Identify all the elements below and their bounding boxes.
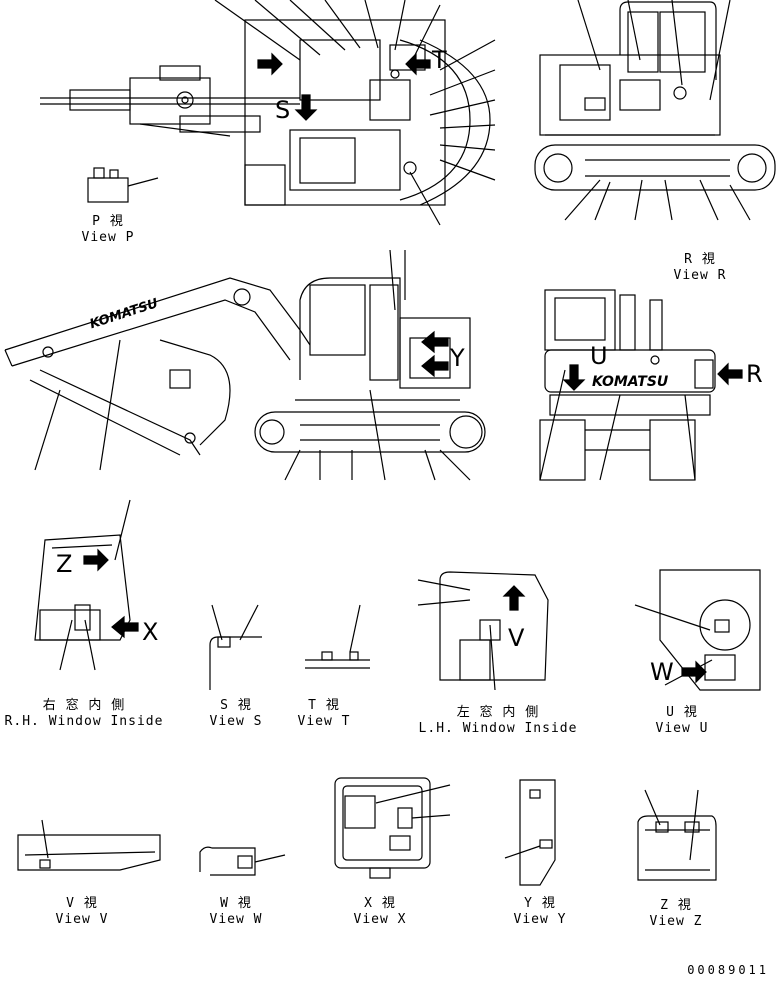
caption-view-t-en: View T — [297, 714, 351, 729]
arrow-letter-s: S — [275, 96, 291, 124]
caption-view-v: V 視 View V — [56, 896, 109, 928]
view-y-part — [504, 779, 556, 886]
arrow-letter-v: V — [508, 624, 525, 652]
komatsu-rear-logo: KOMATSU — [592, 374, 669, 390]
rh-window-inside — [34, 499, 139, 671]
caption-view-p-en: View P — [81, 230, 135, 245]
caption-rh-window: 右 窓 内 側 R.H. Window Inside — [5, 698, 164, 730]
view-z-part — [637, 789, 717, 881]
caption-view-r-jp: R 視 — [684, 252, 716, 267]
arrow-letter-t: T — [432, 46, 447, 74]
caption-view-s-en: View S — [209, 714, 263, 729]
caption-lh-window-jp: 左 窓 内 側 — [456, 705, 540, 720]
arrow-letter-w: W — [650, 658, 674, 686]
caption-view-u-en: View U — [655, 721, 709, 736]
arrow-letter-u: U — [590, 342, 608, 370]
caption-view-u-jp: U 視 — [666, 705, 698, 720]
caption-view-s-jp: S 視 — [220, 698, 252, 713]
caption-rh-window-jp: 右 窓 内 側 — [42, 698, 126, 713]
view-r-machine — [539, 289, 743, 481]
caption-view-p: P 視 View P — [82, 214, 135, 246]
caption-view-x: X 視 View X — [354, 896, 407, 928]
caption-view-s: S 視 View S — [210, 698, 263, 730]
caption-view-r: R 視 View R — [674, 252, 727, 284]
caption-view-w-en: View W — [209, 912, 263, 927]
caption-view-t: T 視 View T — [298, 698, 351, 730]
caption-view-p-jp: P 視 — [92, 214, 124, 229]
view-t-part — [305, 604, 370, 669]
caption-view-w-jp: W 視 — [220, 896, 252, 911]
view-s-part — [209, 604, 262, 690]
lh-window-inside — [417, 571, 549, 691]
caption-view-y-jp: Y 視 — [524, 896, 556, 911]
view-x-part — [334, 777, 451, 879]
caption-view-z: Z 視 View Z — [650, 898, 703, 930]
caption-view-x-en: View X — [353, 912, 407, 927]
arrow-letter-z: Z — [56, 550, 73, 578]
caption-view-v-en: View V — [55, 912, 109, 927]
top-view-machine — [40, 0, 496, 226]
rear-view-machine — [534, 0, 776, 221]
caption-view-r-en: View R — [673, 268, 727, 283]
arrow-letter-r: R — [746, 360, 763, 388]
caption-view-z-en: View Z — [649, 914, 703, 929]
view-p-part — [87, 167, 159, 203]
caption-view-y: Y 視 View Y — [514, 896, 567, 928]
view-w-part — [199, 846, 286, 876]
caption-view-u: U 視 View U — [656, 705, 709, 737]
caption-rh-window-en: R.H. Window Inside — [4, 714, 164, 729]
arrow-letter-x: X — [142, 618, 159, 646]
document-number: 00089011 — [687, 963, 769, 977]
caption-view-v-jp: V 視 — [66, 896, 98, 911]
view-u-part — [634, 569, 761, 691]
caption-lh-window: 左 窓 内 側 L.H. Window Inside — [419, 705, 578, 737]
side-view-machine — [4, 249, 486, 481]
view-v-part — [17, 819, 161, 871]
arrow-letter-y: Y — [450, 344, 465, 372]
caption-view-x-jp: X 視 — [364, 896, 396, 911]
caption-view-t-jp: T 視 — [308, 698, 340, 713]
caption-lh-window-en: L.H. Window Inside — [418, 721, 578, 736]
caption-view-y-en: View Y — [513, 912, 567, 927]
caption-view-w: W 視 View W — [210, 896, 263, 928]
caption-view-z-jp: Z 視 — [660, 898, 692, 913]
